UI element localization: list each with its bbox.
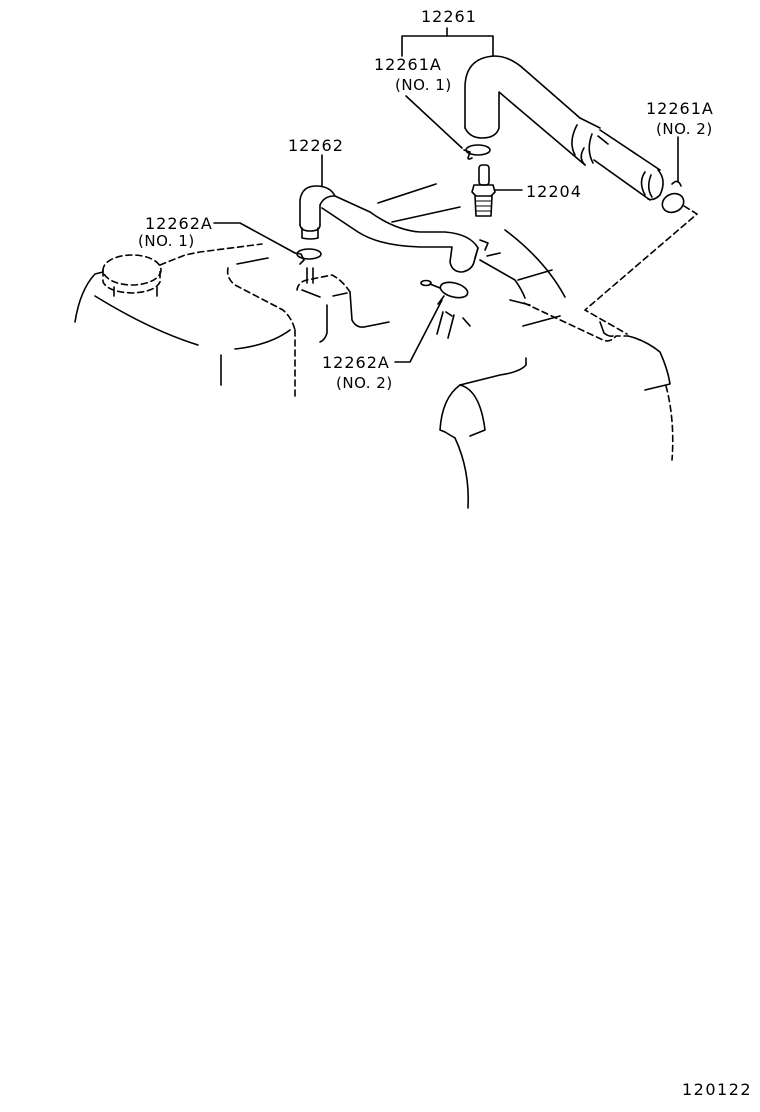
part-label-12261a-no2: 12261A [646,99,714,118]
part-variant-12262a-no1: (NO. 1) [138,232,195,250]
figure-id: 120122 [682,1080,753,1099]
part-label-12262a-no2: 12262A [322,353,390,372]
clamp-12262a-no1[interactable] [213,222,322,265]
part-variant-12262a-no2: (NO. 2) [336,374,393,392]
engine-outline [74,229,674,509]
part-label-12261a-no1: 12261A [374,55,442,74]
part-label-12262: 12262 [288,136,344,155]
bracket-12261 [401,27,494,57]
pcv-valve-12204[interactable] [471,164,523,217]
part-label-12261: 12261 [421,7,477,26]
hose-12261[interactable] [464,55,664,201]
hose-12262[interactable] [299,154,479,273]
part-variant-12261a-no2: (NO. 2) [656,120,713,138]
part-variant-12261a-no1: (NO. 1) [395,76,452,94]
clamp-12261a-no2[interactable] [584,136,698,335]
part-label-12262a-no1: 12262A [145,214,213,233]
clamp-12261a-no1[interactable] [405,95,491,160]
clamp-12262a-no2[interactable] [394,279,469,363]
part-label-12204: 12204 [526,182,582,201]
